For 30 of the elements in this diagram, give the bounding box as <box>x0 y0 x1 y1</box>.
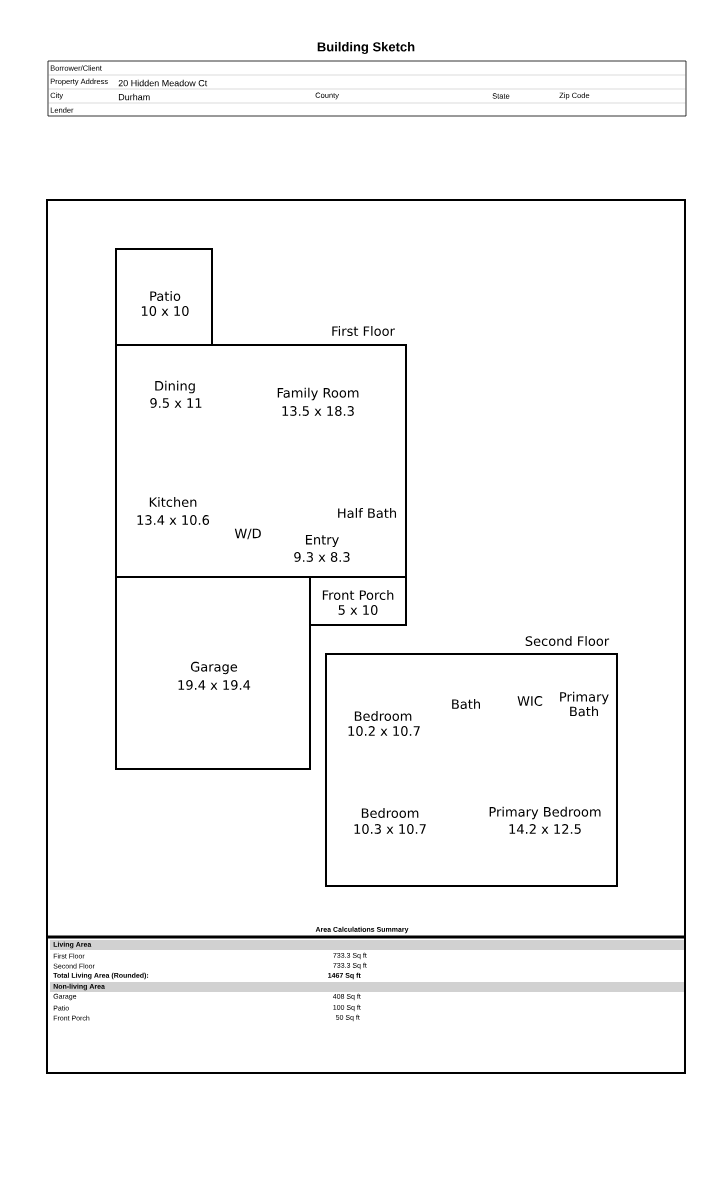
field-value: Durham <box>118 93 150 101</box>
room-label: 13.4 x 10.6 <box>137 515 210 525</box>
room-label: Bedroom <box>354 710 412 722</box>
room-label: Front Porch <box>322 590 394 601</box>
room-label: 13.5 x 18.3 <box>282 406 354 416</box>
room-label: Primary Bath <box>560 691 609 717</box>
room-label: Kitchen <box>149 497 197 508</box>
room-label: Second Floor <box>525 635 610 647</box>
room-label: 10 x 10 <box>141 306 189 316</box>
room-label: Primary Bedroom <box>489 806 601 820</box>
room-label: Bath <box>452 698 480 710</box>
room-label: First Floor <box>332 326 395 337</box>
room-label: Dining <box>155 380 195 394</box>
room-label: 19.4 x 19.4 <box>178 680 251 690</box>
room-label: 5 x 10 <box>338 605 378 615</box>
room-label: WIC <box>517 696 543 706</box>
room-label: 10.2 x 10.7 <box>348 726 420 736</box>
room-label: Entry <box>305 534 339 548</box>
room-label: 9.5 x 11 <box>150 398 202 408</box>
room-label: Garage <box>190 661 238 675</box>
room-label: 9.3 x 8.3 <box>294 552 350 562</box>
room-label: Family Room <box>277 387 359 401</box>
room-label: Bedroom <box>361 807 419 819</box>
room-label: 10.3 x 10.7 <box>354 824 426 834</box>
room-label: Half Bath <box>338 508 397 519</box>
room-label: W/D <box>234 528 261 540</box>
room-label: Patio <box>150 291 181 302</box>
title: Building Sketch <box>317 41 415 55</box>
room-label: 14.2 x 12.5 <box>509 824 581 834</box>
field-value: 20 Hidden Meadow Ct <box>118 79 208 87</box>
